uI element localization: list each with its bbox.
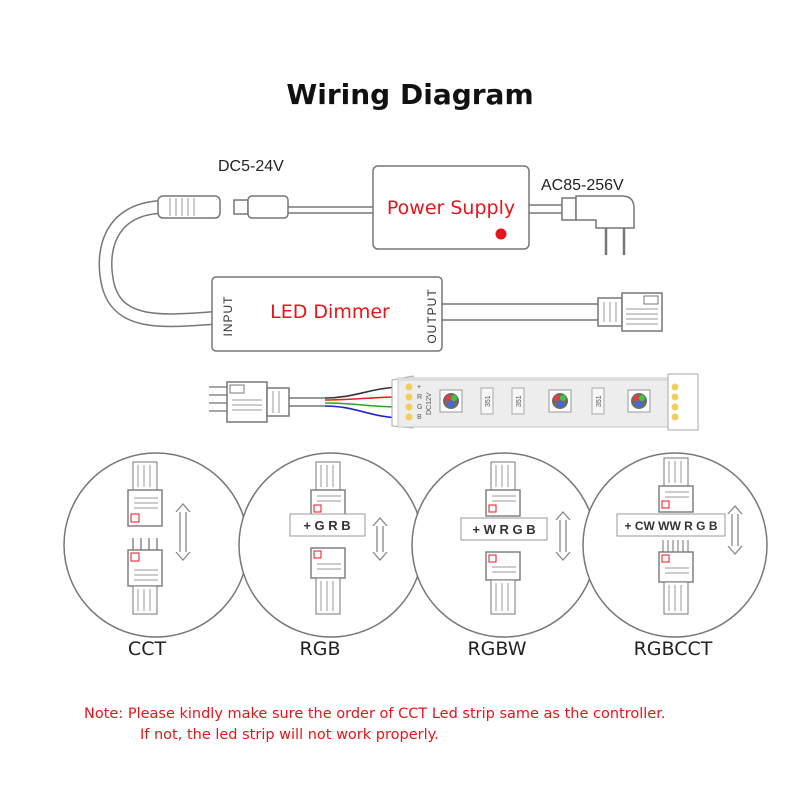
power-indicator-led (495, 228, 507, 240)
note-line-1: Note: Please kindly make sure the order … (84, 706, 666, 722)
type-label-rgbw: RGBW (467, 638, 526, 660)
rgb-led (439, 389, 463, 413)
type-label-cct: CCT (128, 638, 167, 660)
output-port-label: OUTPUT (425, 288, 439, 343)
svg-text:351: 351 (596, 395, 603, 407)
input-port-label: INPUT (221, 296, 235, 337)
connection-type-rgbw: + W R G B (411, 452, 597, 638)
svg-text:351: 351 (485, 395, 492, 407)
type-label-rgbcct: RGBCCT (634, 638, 713, 660)
strip-pin-g: G (417, 404, 422, 411)
diagram-title: Wiring Diagram (286, 78, 533, 111)
rgbw-pin-order: + W R G B (472, 522, 535, 537)
power-supply: Power Supply (372, 165, 530, 250)
connection-type-rgbcct: + CW WW R G B (582, 452, 768, 638)
led-dimmer: INPUT OUTPUT LED Dimmer (211, 276, 443, 352)
rgb-led (627, 389, 651, 413)
led-strip: + R G B DC12V 351 (391, 373, 699, 431)
strip-resistor: 351 (591, 387, 605, 415)
dc-cable (98, 200, 220, 328)
type-label-rgb: RGB (300, 638, 341, 660)
strip-pin-b: B (417, 414, 422, 421)
dc-voltage-label: DC5-24V (218, 158, 284, 175)
strip-resistor: 351 (511, 387, 525, 415)
svg-text:351: 351 (516, 395, 523, 407)
strip-pin-r: R (417, 394, 422, 401)
wiring-note: Note: Please kindly make sure the order … (84, 704, 784, 746)
led-dimmer-label: LED Dimmer (270, 301, 390, 323)
strip-resistor: 351 (480, 387, 494, 415)
strip-wires (324, 386, 401, 419)
ac-voltage-label: AC85-256V (541, 177, 624, 194)
female-dc-jack (157, 195, 221, 219)
strip-connector (209, 381, 325, 423)
rgbcct-pin-order: + CW WW R G B (625, 519, 718, 533)
ac-plug (529, 195, 635, 255)
note-line-2: If not, the led strip will not work prop… (140, 727, 439, 743)
strip-pin-plus: + (417, 384, 421, 391)
strip-voltage-label: DC12V (426, 392, 433, 415)
output-connector (442, 292, 663, 332)
connection-type-cct (63, 452, 249, 638)
male-dc-plug (233, 195, 375, 219)
power-supply-label: Power Supply (387, 197, 515, 219)
rgb-led (548, 389, 572, 413)
rgb-pin-order: + G R B (303, 518, 350, 533)
connection-type-rgb: + G R B (238, 452, 424, 638)
